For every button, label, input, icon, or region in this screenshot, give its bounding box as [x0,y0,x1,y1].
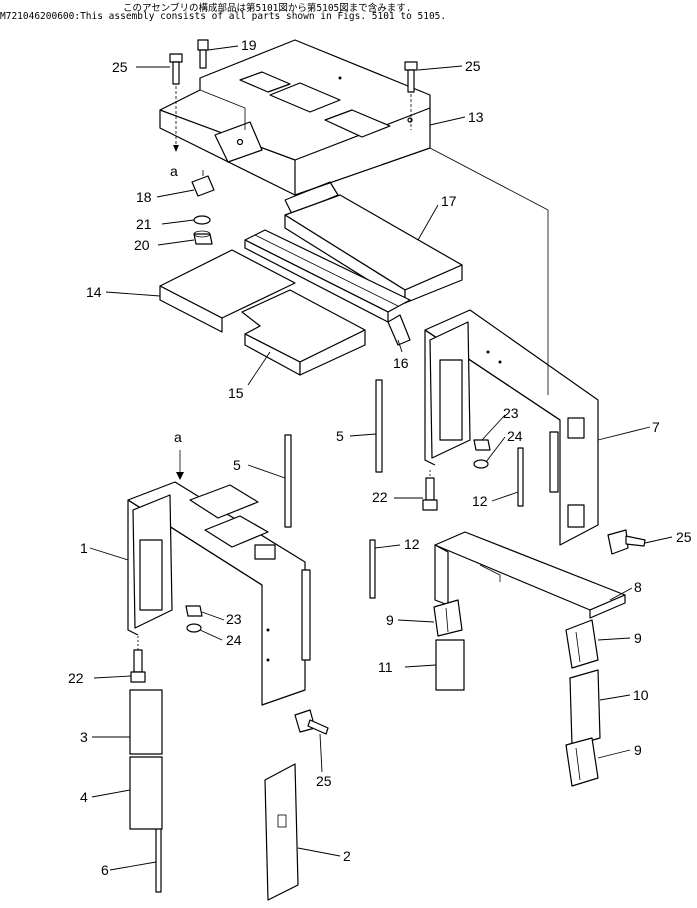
label-8: 8 [634,579,642,595]
part-4-pad [129,756,163,830]
label-3: 3 [80,729,88,745]
part-25-bolt-right [607,529,646,555]
label-25-b: 25 [465,58,481,74]
part-9-bracket-right-top [565,619,599,669]
label-1: 1 [80,540,88,556]
part-23-nut-lower [185,605,203,617]
label-22-a: 22 [372,489,388,505]
part-24-washer-lower [186,623,202,633]
label-5-b: 5 [233,457,241,473]
part-2-cover [264,763,299,901]
part-12-bar-upper [517,447,524,507]
part-12-bar-lower [369,539,376,599]
label-4: 4 [80,789,88,805]
part-6-bar [155,827,162,893]
label-6: 6 [101,862,109,878]
part-7-frame [424,309,599,546]
label-16: 16 [393,355,409,371]
label-9-b: 9 [634,630,642,646]
part-15-plate [241,289,366,376]
label-13: 13 [468,109,484,125]
part-17-panel [284,194,463,304]
label-12-a: 12 [472,493,488,509]
label-19: 19 [241,37,257,53]
label-a-top: a [170,163,178,179]
header-line-english: M721046200600:This assembly consists of … [0,11,446,22]
part-5-bar-lower [284,434,292,528]
label-15: 15 [228,385,244,401]
part-25-bolt-top-right [404,61,418,93]
part-25-bolt-center [294,709,329,735]
label-22-b: 22 [68,670,84,686]
label-2: 2 [343,848,351,864]
part-18-clip [191,170,215,197]
figure-code: M721046200600 [0,11,75,22]
label-9-c: 9 [634,742,642,758]
label-a-mid: a [174,429,182,445]
part-19-bolt [197,39,209,69]
part-16-strips [244,229,411,346]
label-10: 10 [633,687,649,703]
part-20-nut [193,230,213,245]
part-25-bolt-top-left [169,53,183,85]
part-9-bracket-left [433,599,463,637]
label-24-a: 24 [507,428,523,444]
label-23-a: 23 [503,405,519,421]
part-8-panel [434,531,626,619]
part-21-washer [193,215,211,225]
label-25-a: 25 [112,59,128,75]
label-18: 18 [136,189,152,205]
part-22-bolt-lower [130,649,146,683]
label-24-b: 24 [226,632,242,648]
part-11-pad [435,639,465,691]
label-14: 14 [86,284,102,300]
label-21: 21 [136,216,152,232]
label-23-b: 23 [226,611,242,627]
part-9-bracket-right-bottom [565,737,599,787]
label-9-a: 9 [386,612,394,628]
label-7: 7 [652,419,660,435]
header-line-japanese: このアセンブリの構成部品は第5101図から第5105図まで含みます. [123,3,412,14]
part-13-top-cover [159,39,431,215]
leader-lines [89,45,673,871]
part-5-bar-upper [375,379,383,473]
part-10-pad [569,669,601,747]
part-1-frame [127,481,311,706]
part-23-nut-upper [473,439,491,451]
label-20: 20 [134,237,150,253]
part-22-bolt-upper [422,477,438,511]
label-11: 11 [378,659,393,675]
part-24-washer-upper [473,459,489,469]
part-3-pad [129,689,163,755]
assembly-note: :This assembly consists of all parts sho… [74,11,447,22]
label-25-c: 25 [676,529,692,545]
part-14-plate [159,249,296,333]
label-17: 17 [441,193,457,209]
label-5-a: 5 [336,428,344,444]
label-12-b: 12 [404,536,420,552]
label-25-d: 25 [316,773,332,789]
